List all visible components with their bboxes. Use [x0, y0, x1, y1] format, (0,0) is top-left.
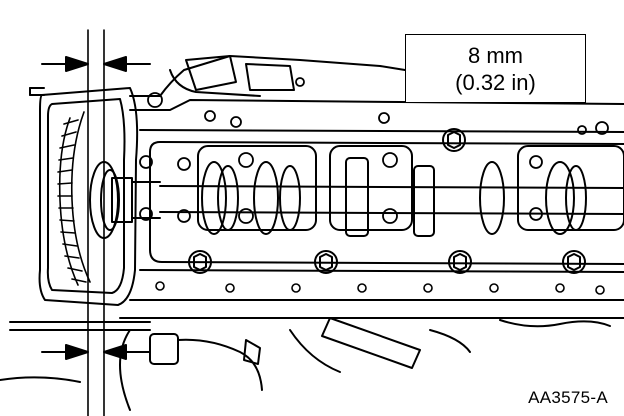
top-dimension-arrows	[41, 56, 151, 72]
measurement-metric: 8 mm	[468, 43, 523, 68]
measurement-imperial: (0.32 in)	[455, 70, 536, 95]
casting-bosses	[147, 77, 609, 135]
cylinder-head-bolts	[188, 128, 586, 274]
cylinder-head-casting	[119, 55, 624, 319]
measurement-callout-box: 8 mm (0.32 in)	[405, 34, 586, 103]
sealing-surface	[149, 141, 624, 265]
measurement-extension-lines	[87, 29, 105, 416]
bearing-cap-bolts	[139, 152, 543, 224]
figure-id-label: AA3575-A	[528, 388, 608, 407]
camshaft-bearing-caps	[197, 145, 624, 231]
lower-rail-bosses	[155, 281, 605, 295]
timing-chain-housing	[29, 87, 139, 306]
timing-chain	[57, 111, 91, 286]
lower-fittings-and-wiring	[0, 317, 611, 411]
cam-lobes	[201, 157, 587, 237]
bottom-dimension-arrows	[41, 344, 151, 360]
camshaft-sprocket-hub	[89, 161, 161, 239]
